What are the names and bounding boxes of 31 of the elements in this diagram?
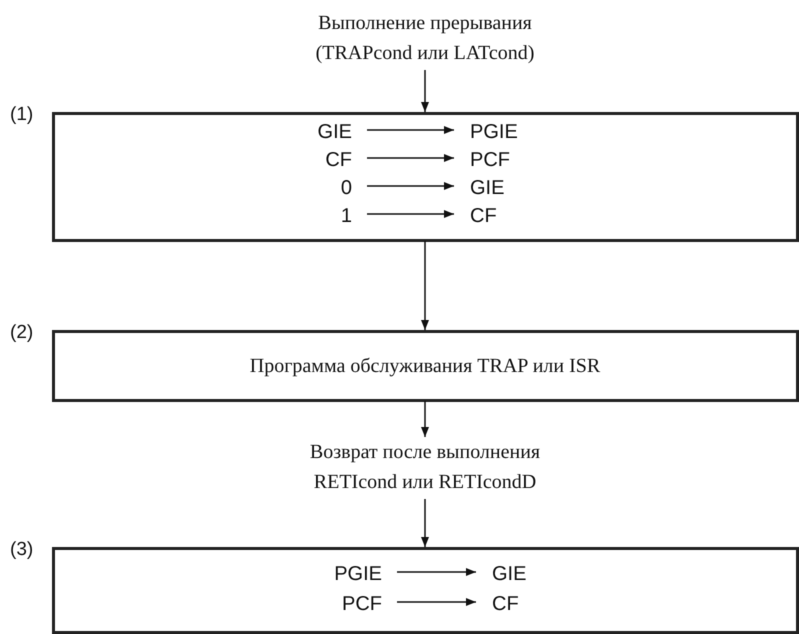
arrow	[367, 154, 454, 162]
arrow	[421, 70, 429, 112]
register-label: CF	[280, 148, 352, 172]
box-text: Программа обслуживания TRAP или ISR	[248, 354, 602, 379]
step-number: (2)	[10, 322, 34, 344]
arrow	[397, 568, 476, 576]
register-label: 0	[280, 176, 352, 200]
arrow	[421, 401, 429, 437]
process-box	[52, 112, 799, 242]
step-number: (3)	[10, 539, 34, 561]
process-box	[52, 330, 799, 402]
register-label: GIE	[280, 120, 352, 144]
arrow	[421, 499, 429, 547]
arrow	[367, 182, 454, 190]
register-label: 1	[280, 204, 352, 228]
step-number: (1)	[10, 104, 34, 126]
arrow	[367, 126, 454, 134]
register-label: CF	[470, 204, 550, 228]
register-label: PGIE	[300, 562, 382, 586]
register-label: PGIE	[470, 120, 550, 144]
register-label: GIE	[470, 176, 550, 200]
flow-text: Возврат после выполнения RETIcond или RETIcondD	[295, 437, 555, 499]
register-label: PCF	[300, 592, 382, 616]
register-label: PCF	[470, 148, 550, 172]
process-box	[52, 547, 799, 634]
register-label: CF	[492, 592, 572, 616]
register-label: GIE	[492, 562, 572, 586]
arrow	[367, 210, 454, 218]
arrow	[397, 598, 476, 606]
flow-text: Выполнение прерывания (TRAPcond или LATcond)	[300, 8, 550, 70]
arrow	[421, 241, 429, 330]
